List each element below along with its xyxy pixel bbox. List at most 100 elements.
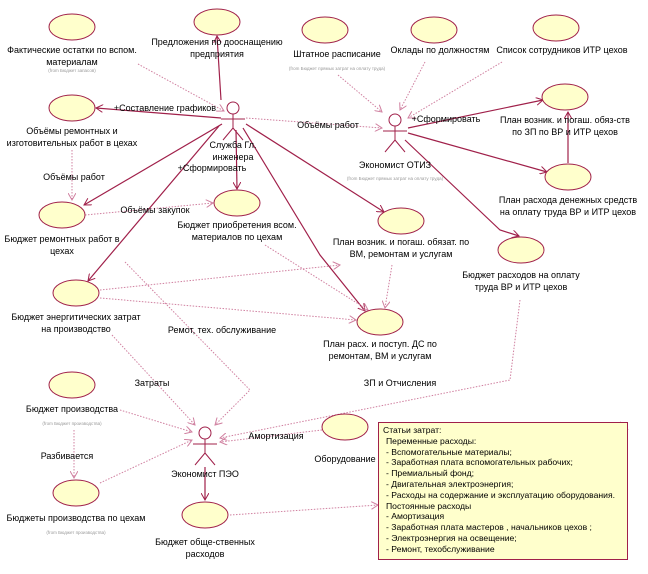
dependency-arrow [119,409,192,432]
actor-label: Экономист ОТИЗ [359,160,431,170]
dependency-arrow [229,505,378,516]
use-case-label: Объёмы ремонтных и [26,126,117,136]
association-arrow [217,36,222,101]
edge-label-obemy_rabot_2: Объёмы работ [43,172,105,182]
note-line: - Ремонт, техобслуживание [386,543,495,554]
note-line: - Расходы на содержание и эксплуатацию о… [386,489,616,500]
use-case-label: материалам [46,57,98,67]
use-case-budget_oplata[interactable] [497,236,545,264]
use-case-predlozheniya[interactable] [193,8,241,36]
use-case-shtatnoe[interactable] [301,16,349,44]
use-case-fact_ostatki[interactable] [48,13,96,41]
note-title: Статьи затрат: [383,425,442,435]
association-arrow [84,123,223,206]
from-package-label: (from Бюджет запасов) [48,68,96,73]
actor-otiz[interactable] [383,113,407,153]
use-case-budget_proizv[interactable] [48,371,96,399]
dependency-arrow [220,429,323,442]
note-line: - Двигательная электроэнергия; [386,478,514,489]
use-case-label: Оклады по должностям [391,45,490,55]
use-case-label: Предложения по дооснащению [151,37,283,47]
note-line: Постоянные расходы [386,500,472,511]
use-case-budget_priobr[interactable] [213,189,261,217]
use-case-plan_vm[interactable] [377,207,425,235]
dependency-arrow [337,74,382,112]
actor-label: Экономист ПЭО [171,469,239,479]
use-case-label: Бюджет обще-ственных [155,537,255,547]
use-case-label: изготовительных работ в цехах [7,138,138,148]
dependency-arrow [84,203,213,216]
use-case-label: ремонтам, ВМ и услугам [329,351,432,361]
use-case-budget_remont[interactable] [38,201,86,229]
dependency-arrow [99,297,356,320]
use-case-budget_obsh[interactable] [181,501,229,529]
use-case-label: цехах [50,246,74,256]
use-case-label: предприятия [190,49,244,59]
note-line: - Амортизация [386,511,445,522]
actor-label: Служба Гл. [209,140,256,150]
use-case-label: труда ВР и ИТР цехов [475,282,568,292]
use-case-budgety_ceh[interactable] [52,479,100,507]
use-case-oklady[interactable] [410,16,458,44]
use-case-label: Бюджет ремонтных работ в [4,234,119,244]
use-case-label: План расхода денежных средств [499,195,637,205]
edge-label-sostavlenie: +Составление графиков [114,103,216,113]
actor-peo[interactable] [193,426,217,466]
association-arrow [245,123,384,212]
association-arrow [404,139,519,236]
use-case-label: План возник. и погаш. обязат. по [333,237,469,247]
use-case-spisok[interactable] [532,14,580,42]
use-case-label: Оборудование [314,454,375,464]
from-package-label: (from Бюджет производства) [42,421,102,426]
note-line: - Премиальный фонд; [386,468,475,479]
note-line: Переменные расходы: [386,435,477,446]
association-arrow [88,125,220,281]
dependency-arrow [99,440,192,484]
actor-icon [388,113,402,127]
use-case-label: материалов по цехам [192,232,283,242]
use-case-label: на оплату труда ВР и ИТР цехов [500,207,636,217]
use-case-label: План расх. и поступ. ДС по [323,339,437,349]
dependency-arrow [408,61,503,118]
use-case-plan_zp[interactable] [541,83,589,111]
edge-label-remont_to: Ремот, тех. обслуживание [168,325,276,335]
edge-label-razbivaetsya: Разбивается [41,451,94,461]
actor-gl_inzh[interactable] [221,101,245,141]
dependency-arrow [264,244,368,310]
use-case-plan_ds[interactable] [356,308,404,336]
edge-label-zp_otchisl: ЗП и Отчисления [364,378,437,388]
edge-label-sformirovat_2: +Сформировать [178,163,247,173]
use-case-obemy_remont[interactable] [48,94,96,122]
use-case-oborudovanie[interactable] [321,413,369,441]
association-arrow [236,129,237,189]
dependency-arrow [111,334,195,425]
note-line: - Электроэнергия на освещение; [386,532,517,543]
use-case-label: Список сотрудников ИТР цехов [496,45,627,55]
note-line: - Заработная плата мастеров , начальнико… [386,522,592,533]
actor-icon [198,426,212,440]
use-case-plan_rashoda_ds[interactable] [544,163,592,191]
use-case-label: ВМ, ремонтам и услугам [350,249,453,259]
note-line: - Вспомогательные материалы; [386,446,512,457]
edge-label-sformirovat_1: +Сформировать [412,114,481,124]
note-line: - Заработная плата вспомогательных рабоч… [386,457,573,468]
use-case-budget_energ[interactable] [52,279,100,307]
association-arrow [242,127,365,311]
edge-label-amortizaciya: Амортизация [248,431,303,441]
cost-items-note: Статьи затрат: Переменные расходы: - Всп… [378,422,628,560]
from-package-label: (from Бюджет прямых затрат на оплату тру… [347,176,444,181]
edge-label-obemy_zakupok: Объёмы закупок [120,205,189,215]
use-case-label: Бюджет приобретения всом. [177,220,296,230]
use-case-label: План возник. и погаш. обяз-ств [500,115,630,125]
dependency-arrow [124,261,251,425]
from-package-label: (from Бюджет прямых затрат на оплату тру… [289,66,386,71]
edge-label-obemy_rabot_1: Объёмы работ [297,120,359,130]
association-arrow [407,132,547,172]
use-case-label: Бюджет производства [26,404,118,414]
from-package-label: (from Бюджет производства) [46,530,106,535]
use-case-label: Бюджет энергитических затрат [11,312,140,322]
use-case-label: Фактические остатки по вспом. [7,45,137,55]
association-arrow [407,100,543,129]
